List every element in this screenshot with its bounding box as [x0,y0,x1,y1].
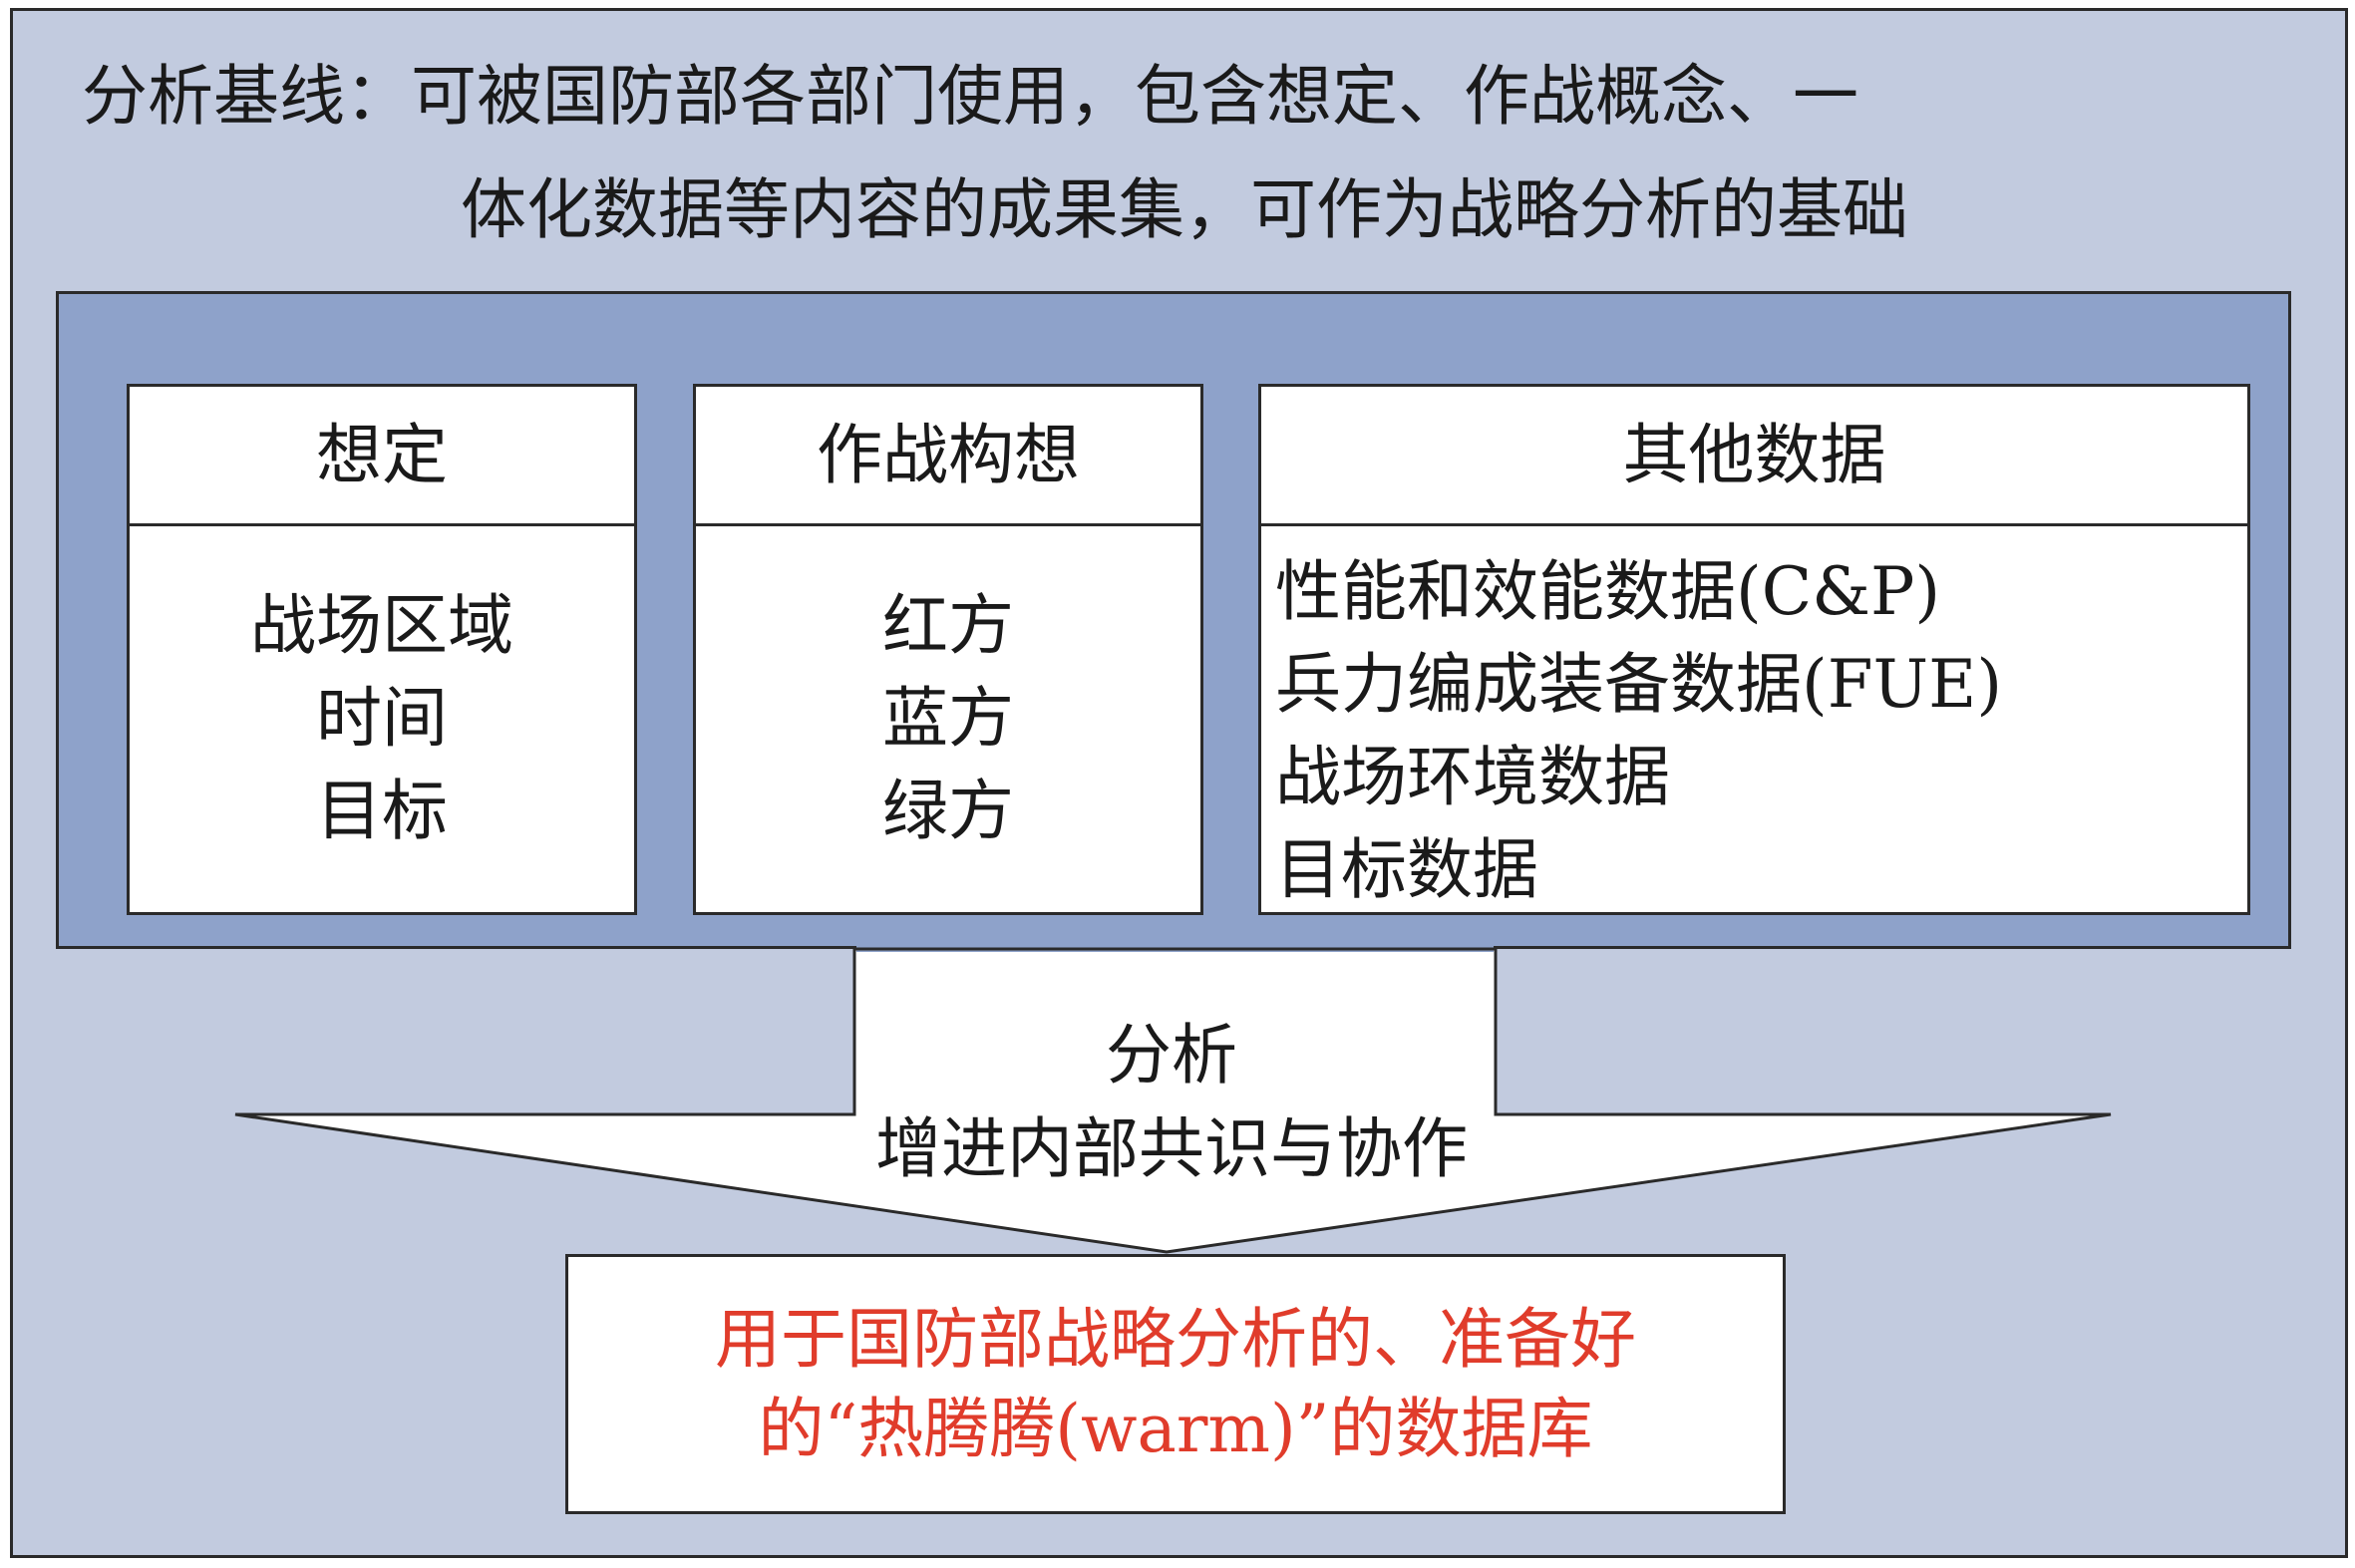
scenario-item: 目标 [316,772,448,849]
warm-database-line-2: 的“热腾腾(warm)”的数据库 [758,1390,1593,1467]
other-data-card: 其他数据 性能和效能数据(C&P) 兵力编成装备数据(FUE) 战场环境数据 目… [1258,384,2250,915]
scenario-card: 想定 战场区域 时间 目标 [127,384,637,915]
warm-database-line-1: 用于国防部战略分析的、准备好 [715,1300,1636,1378]
operational-concept-card: 作战构想 红方 蓝方 绿方 [693,384,1203,915]
force-side-item: 蓝方 [882,679,1014,757]
force-side-item: 红方 [882,586,1014,664]
scenario-item: 时间 [316,679,448,757]
scenario-item: 战场区域 [250,586,513,664]
scenario-card-body: 战场区域 时间 目标 [130,523,634,912]
arrow-label-analysis: 分析 [1106,1017,1237,1094]
data-item: 兵力编成装备数据(FUE) [1275,646,2003,723]
baseline-description-line-2: 体化数据等内容的成果集，可作为战略分析的基础 [461,171,1908,248]
other-data-card-body: 性能和效能数据(C&P) 兵力编成装备数据(FUE) 战场环境数据 目标数据 [1261,523,2247,912]
operational-concept-card-body: 红方 蓝方 绿方 [696,523,1200,912]
scenario-card-title: 想定 [130,387,634,526]
operational-concept-card-title: 作战构想 [696,387,1200,526]
data-item: 目标数据 [1275,831,1538,908]
arrow-label-collaboration: 增进内部共识与协作 [875,1110,1468,1187]
other-data-card-title: 其他数据 [1261,387,2247,526]
baseline-description-line-1: 分析基线：可被国防部各部门使用，包含想定、作战概念、一 [82,58,1858,135]
data-item: 战场环境数据 [1275,739,1670,815]
force-side-item: 绿方 [882,772,1014,849]
data-item: 性能和效能数据(C&P) [1275,553,1941,630]
warm-database-box: 用于国防部战略分析的、准备好 的“热腾腾(warm)”的数据库 [565,1254,1786,1514]
